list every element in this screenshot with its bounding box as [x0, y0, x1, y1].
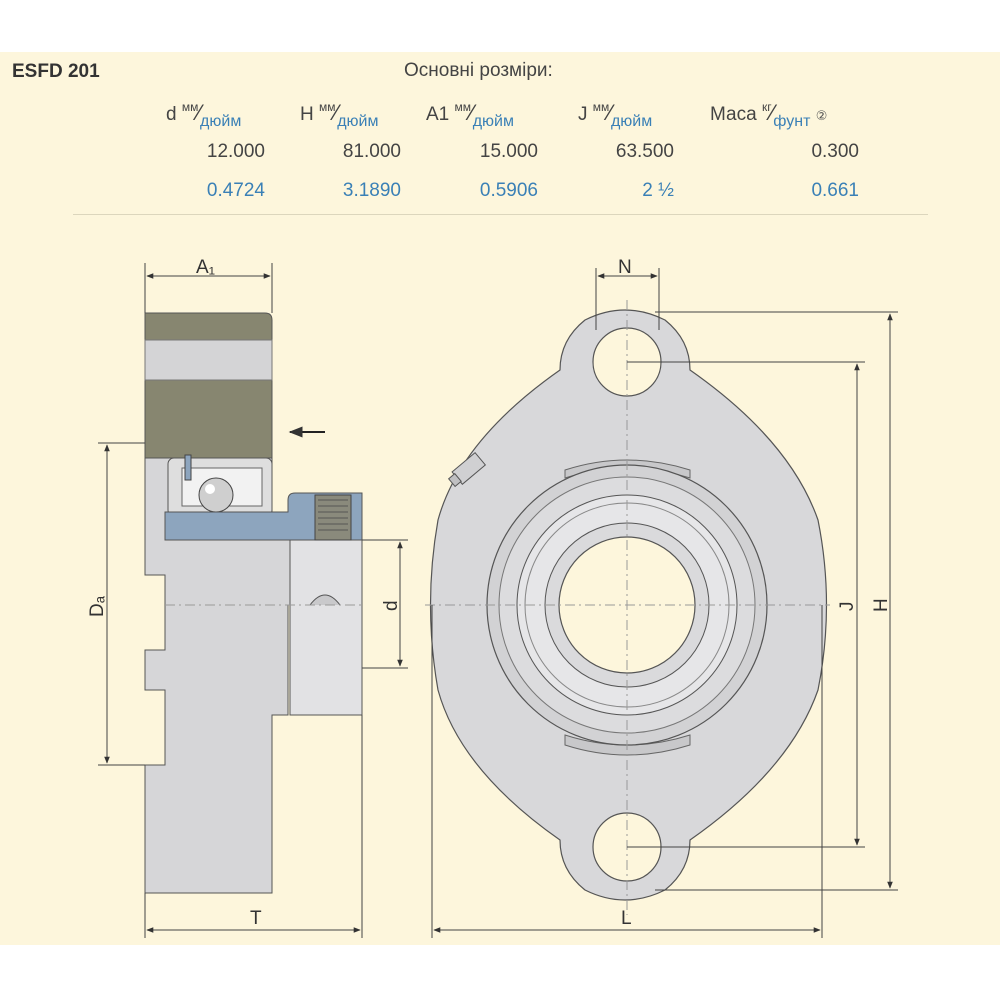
value-h-metric: 81.000 — [342, 141, 401, 162]
label-j: J — [837, 602, 858, 612]
label-da: Dₐ — [87, 595, 108, 617]
col-header-a1: A1 мм⁄дюйм — [426, 99, 514, 130]
col-header-d: d мм⁄дюйм — [166, 99, 242, 130]
value-a1-imperial: 0.5906 — [479, 180, 538, 201]
value-d-imperial: 0.4724 — [206, 180, 265, 201]
label-n: N — [618, 257, 632, 278]
locking-collar — [289, 539, 363, 716]
side-dimensions — [98, 263, 408, 938]
bolt-channel — [144, 339, 273, 381]
col-header-j: J мм⁄дюйм — [578, 99, 653, 130]
label-t: T — [250, 908, 262, 929]
col-header-mass: Маса кг⁄фунт ② — [710, 99, 828, 130]
dimensions-heading: Основні розміри: — [404, 60, 553, 81]
side-view — [144, 312, 363, 894]
footnote-2-icon: ② — [815, 108, 828, 123]
value-j-imperial: 2 ½ — [642, 180, 674, 201]
value-j-metric: 63.500 — [615, 141, 674, 162]
value-h-imperial: 3.1890 — [342, 180, 401, 201]
bearing-ball — [198, 477, 234, 513]
value-d-metric: 12.000 — [206, 141, 265, 162]
model-title: ESFD 201 — [12, 61, 100, 82]
col-header-h: H мм⁄дюйм — [300, 99, 379, 130]
label-d: d — [381, 600, 402, 611]
header-divider — [73, 214, 928, 215]
front-view — [425, 300, 830, 915]
value-mass-metric: 0.300 — [811, 141, 859, 162]
flange-upper — [144, 312, 273, 459]
label-a1: A₁ — [196, 257, 215, 278]
label-h: H — [871, 598, 892, 612]
front-dimensions — [431, 268, 898, 938]
grease-nipple-icon — [447, 451, 487, 488]
inner-ring — [164, 492, 363, 541]
label-l: L — [621, 908, 632, 929]
value-mass-imperial: 0.661 — [811, 180, 859, 201]
value-a1-metric: 15.000 — [479, 141, 538, 162]
